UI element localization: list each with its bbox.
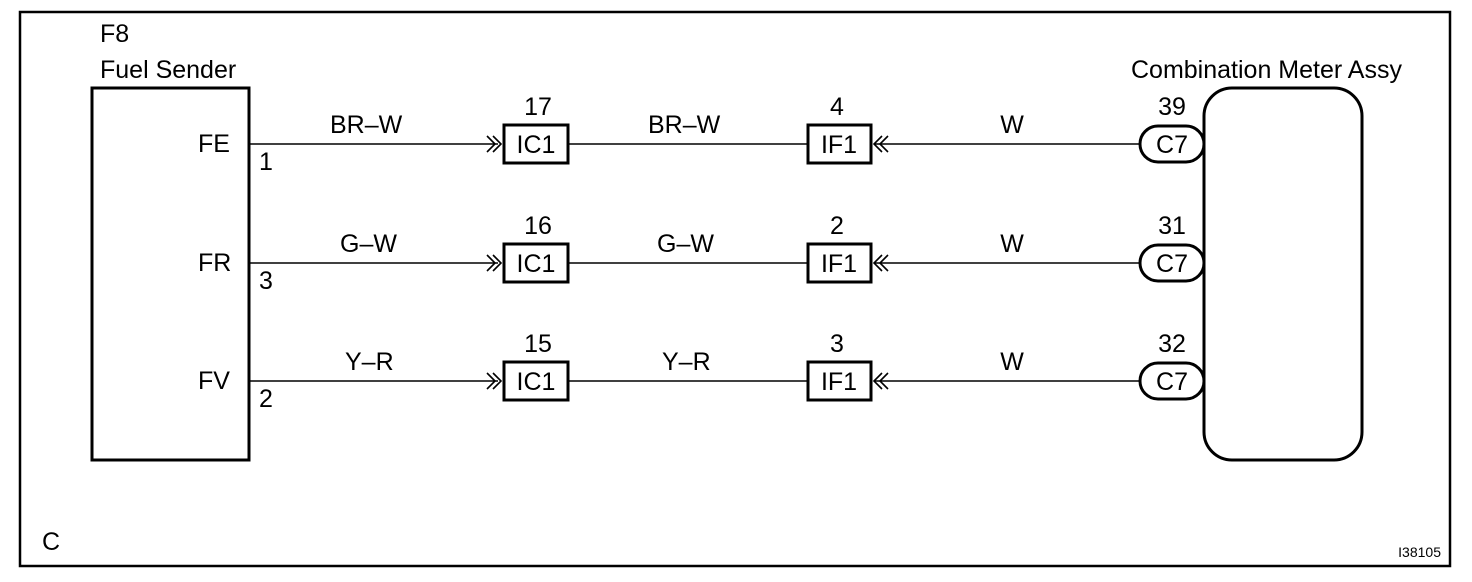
connector-pin: 3 [830,330,844,358]
connector-arrow [486,372,503,390]
if1-connector [806,242,873,284]
connector-arrow [486,254,503,272]
figure-id: I38105 [1398,544,1441,560]
fuel-sender-name: Fuel Sender [100,56,236,84]
circuit-row: FR 3 G–W IC1 16 G–W IF1 2 W C7 31 [198,212,1206,295]
pin-label: FR [198,249,231,277]
wire-color: BR–W [648,111,721,139]
wire-color: G–W [340,230,397,258]
connector-name: IF1 [821,131,857,159]
wire-color: W [1000,111,1024,139]
connector-pin: 32 [1158,330,1186,358]
pin-label: FE [198,130,230,158]
connector-arrow [486,135,503,153]
connector-pin: 31 [1158,212,1186,240]
connector-name: C7 [1156,131,1188,159]
connector-pin: 4 [830,93,844,121]
pin-number: 3 [259,267,273,295]
ic1-connector [502,123,570,165]
c7-connector [1138,243,1206,283]
fuel-sender-box [90,86,251,462]
pin-number: 1 [259,148,273,176]
connector-pin: 2 [830,212,844,240]
meter-name: Combination Meter Assy [1131,56,1402,84]
connector-name: IC1 [517,368,556,396]
connector-pin: 17 [524,93,552,121]
wire-color: Y–R [662,348,711,376]
wire-color: W [1000,348,1024,376]
connector-name: IC1 [517,250,556,278]
if1-connector [806,123,873,165]
circuit-row: FE 1 BR–W IC1 17 BR–W IF1 4 W C7 39 [198,93,1206,176]
pin-number: 2 [259,385,273,413]
pin-label: FV [198,367,230,395]
diagram-frame [18,10,1452,568]
connector-name: IF1 [821,368,857,396]
connector-name: C7 [1156,368,1188,396]
corner-label: C [42,528,60,556]
connector-pin: 39 [1158,93,1186,121]
c7-connector [1138,361,1206,401]
fuel-sender-code: F8 [100,20,129,48]
connector-name: C7 [1156,250,1188,278]
wire-color: Y–R [345,348,394,376]
connector-pin: 15 [524,330,552,358]
circuit-row: FV 2 Y–R IC1 15 Y–R IF1 3 W C7 32 [198,330,1206,413]
wire-color: G–W [657,230,714,258]
wire-color: W [1000,230,1024,258]
if1-connector [806,360,873,402]
wire-color: BR–W [330,111,403,139]
connector-name: IC1 [517,131,556,159]
connector-name: IF1 [821,250,857,278]
ic1-connector [502,242,570,284]
c7-connector [1138,124,1206,164]
meter-box [1202,86,1364,462]
connector-pin: 16 [524,212,552,240]
